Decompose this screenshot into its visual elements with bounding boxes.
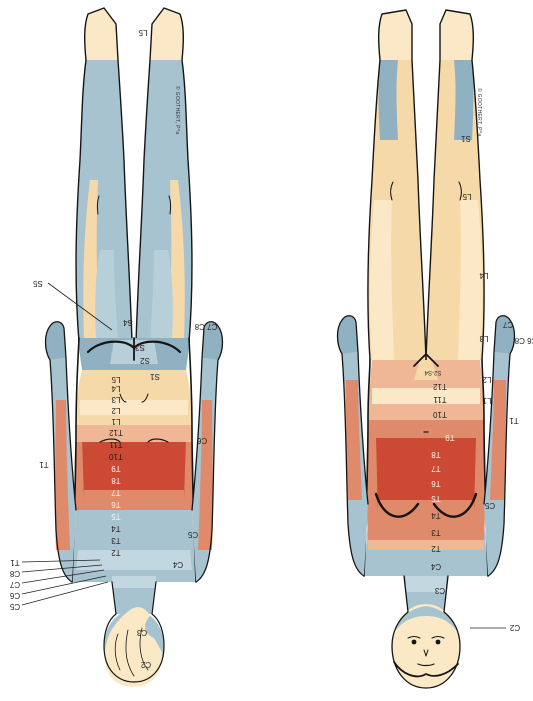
front-label-l1: L1: [482, 396, 491, 405]
back-label-t10: T10: [109, 452, 123, 461]
back-label-c4: C4: [172, 560, 183, 569]
back-label-t9: T9: [111, 464, 121, 473]
back-label-s3: S3: [135, 343, 145, 352]
front-label-t12: T12: [433, 382, 447, 391]
back-label-c7-c8: C7 C8: [194, 322, 217, 331]
back-legs: [76, 8, 192, 342]
copyright-back: © GOOTHERT, P^a: [174, 86, 181, 135]
back-label-l5-foot: L5: [138, 28, 147, 37]
back-label-l4: L4: [111, 384, 120, 393]
front-label-c6-c8: C6 C8: [514, 336, 533, 345]
front-torso: [364, 354, 488, 576]
copyright-front: © GOOTHERT, P^a: [476, 88, 483, 137]
back-label-s4: S4: [123, 318, 133, 327]
back-label-l2: L2: [111, 406, 120, 415]
back-label-c3: C3: [136, 628, 147, 637]
back-label-t7: T7: [111, 488, 121, 497]
front-label-t1: T1: [509, 416, 519, 425]
back-label-t2: T2: [111, 548, 121, 557]
back-label-t3: T3: [111, 536, 121, 545]
front-label-l2: L2: [482, 375, 491, 384]
front-label-t11: T11: [433, 395, 447, 404]
back-label-t4: T4: [111, 524, 121, 533]
back-label-t5: T5: [111, 512, 121, 521]
front-label-l5: L5: [462, 192, 471, 201]
back-head: [104, 576, 164, 687]
front-label-s2-s4: S2-S4: [424, 369, 441, 375]
front-label-c7: C7: [502, 320, 513, 329]
back-label-t6: T6: [111, 500, 121, 509]
back-label-l1: L1: [111, 417, 120, 426]
front-label-c4: C4: [430, 562, 441, 571]
back-label-l3: L3: [111, 395, 120, 404]
front-label-s1: S1: [461, 134, 471, 143]
front-view-figure: [338, 10, 515, 688]
callout-c8: C8: [9, 569, 20, 578]
front-label-t10: T10: [433, 410, 447, 419]
front-label-t3: T3: [431, 528, 441, 537]
back-label-c6: C6: [196, 436, 207, 445]
back-view-figure: [46, 8, 223, 687]
back-label-t12: T12: [109, 428, 123, 437]
back-label-c2: C2: [140, 660, 151, 669]
callout-c7: C7: [9, 580, 20, 589]
callout-c5: C5: [9, 602, 20, 611]
front-head: [392, 576, 460, 688]
back-label-c5: C5: [187, 530, 198, 539]
front-label-l3: L3: [479, 334, 488, 343]
front-label-t8: T8: [431, 450, 441, 459]
front-label-t4: T4: [431, 511, 441, 520]
callout-t1: T1: [10, 558, 20, 567]
front-label-t7: T7: [431, 464, 441, 473]
front-label-t9: T9: [445, 433, 455, 442]
back-label-t1: T1: [39, 460, 49, 469]
back-label-l5: L5: [111, 375, 120, 384]
front-label-t5: T5: [431, 494, 441, 503]
front-label-t2: T2: [431, 544, 441, 553]
front-legs: [368, 10, 484, 360]
back-torso: [72, 338, 196, 582]
front-label-t6: T6: [431, 479, 441, 488]
back-label-t11: T11: [109, 440, 123, 449]
back-label-s2: S2: [140, 356, 150, 365]
front-label-c5: C5: [484, 501, 495, 510]
callout-front-c2: C2: [509, 623, 520, 632]
front-label-c3: C3: [434, 586, 445, 595]
callout-s5: S5: [33, 279, 43, 288]
back-label-s1: S1: [150, 372, 160, 381]
callout-c6: C6: [9, 591, 20, 600]
front-label-l4: L4: [479, 271, 488, 280]
back-label-t8: T8: [111, 476, 121, 485]
